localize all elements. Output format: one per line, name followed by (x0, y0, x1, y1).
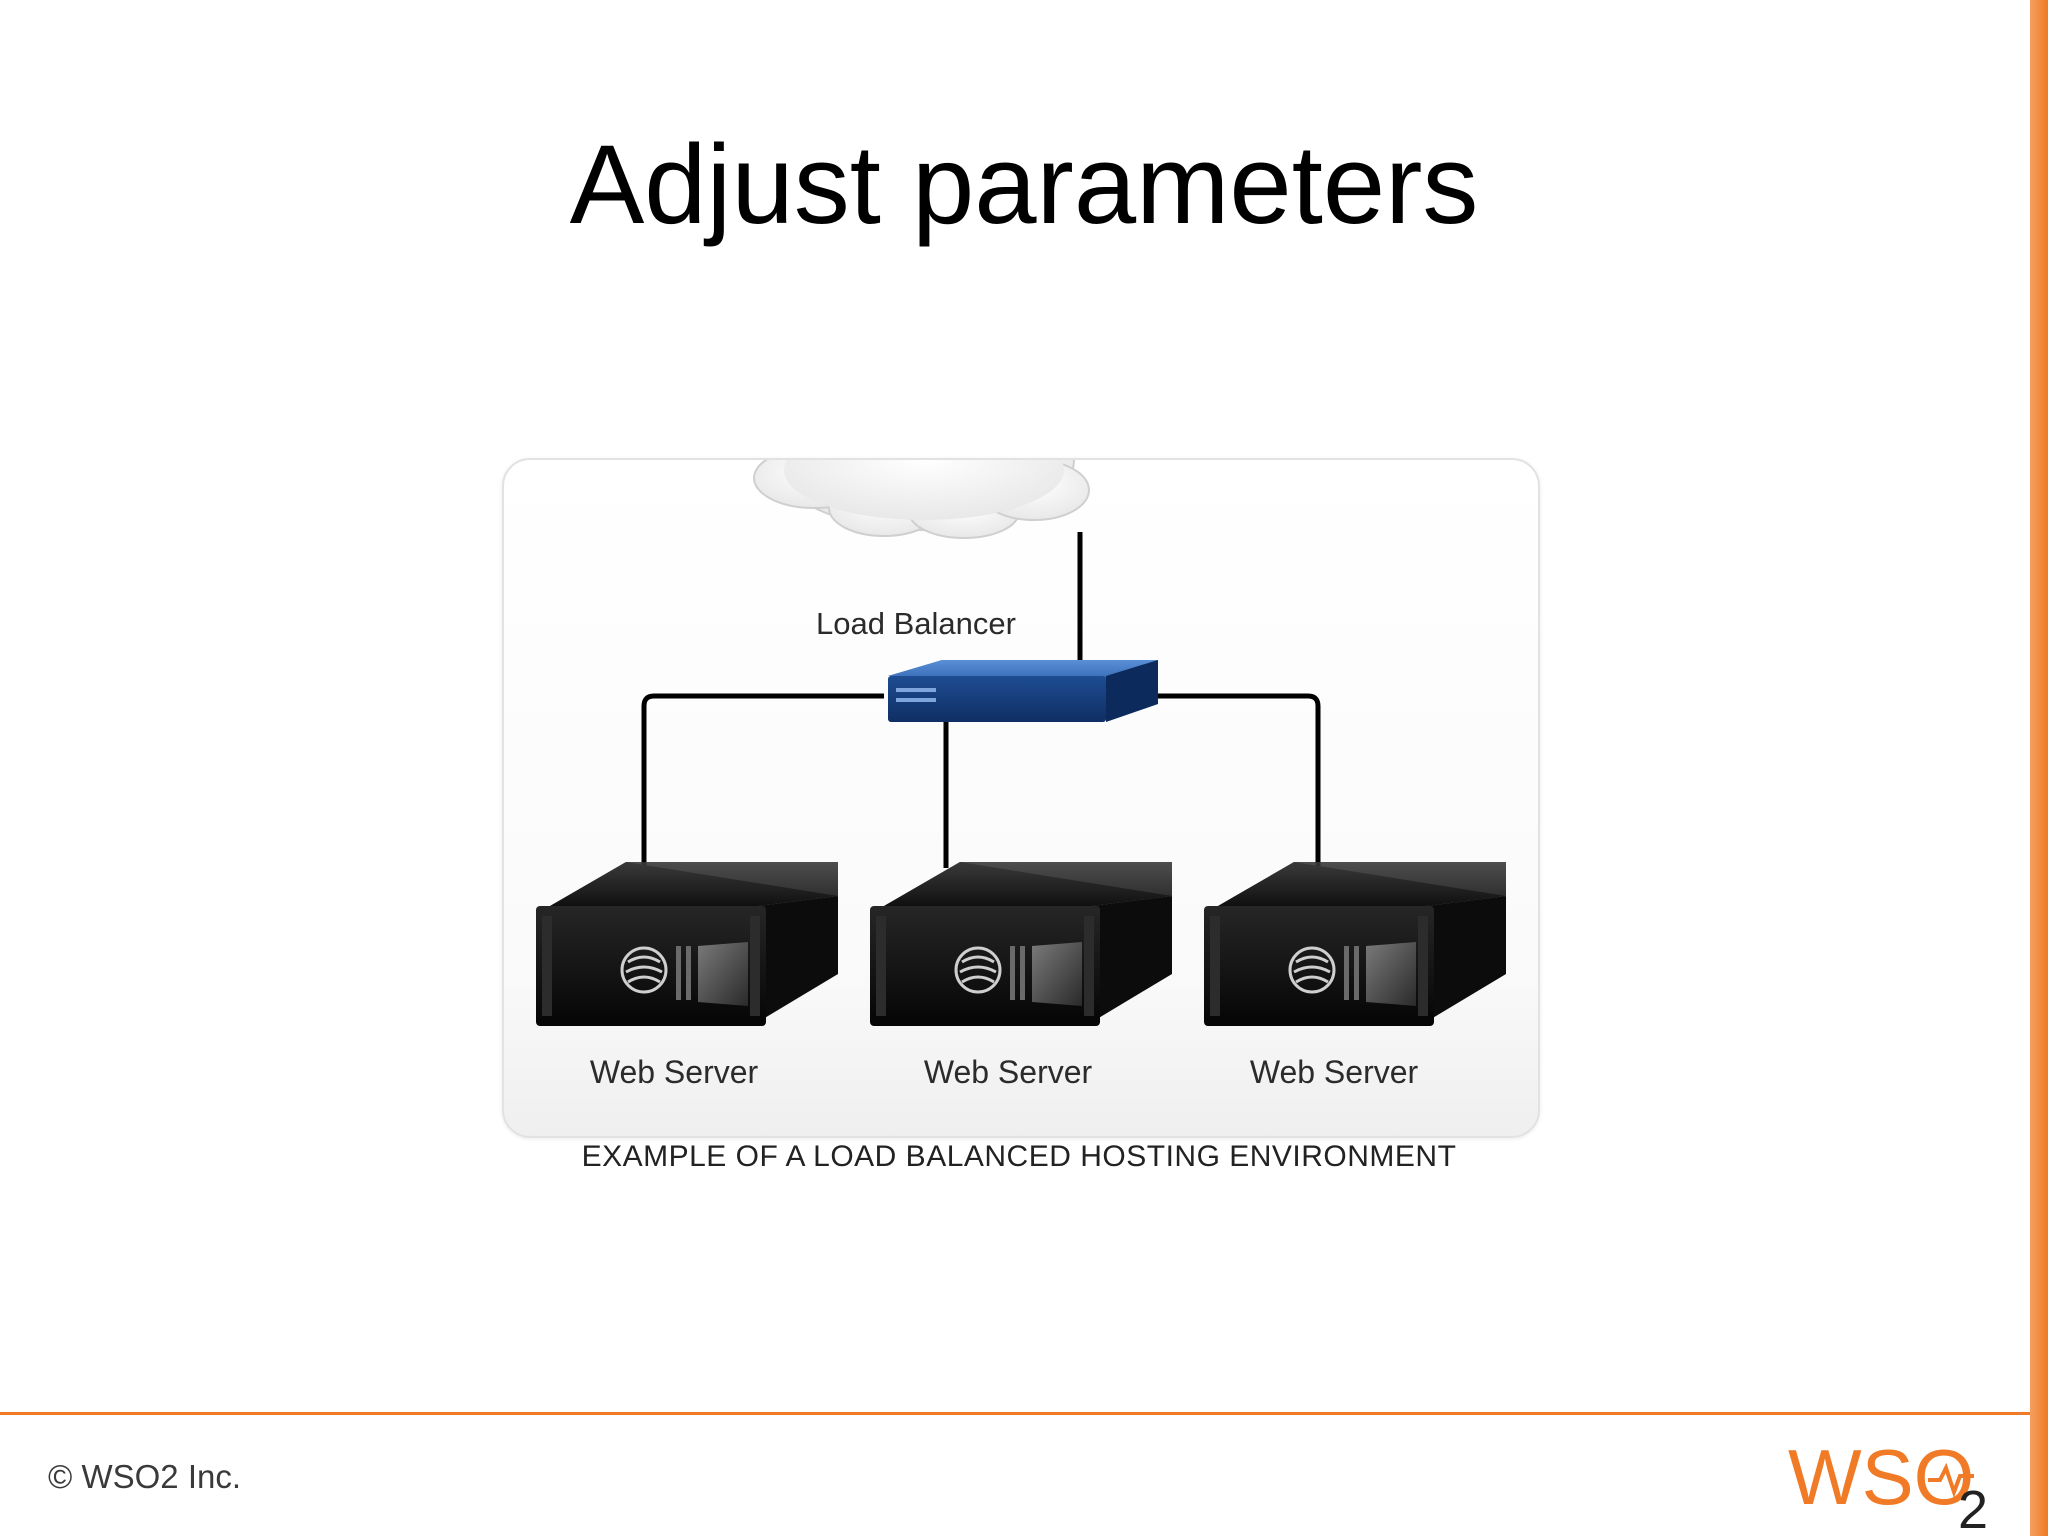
web-server-label: Web Server (1249, 1054, 1419, 1090)
footer-divider (0, 1412, 2030, 1415)
logo-text: WSO (1788, 1433, 1974, 1521)
load-balancer-label: Load Balancer (816, 606, 1016, 641)
web-server-icon (534, 860, 840, 1028)
wso2-logo: WSO 2 (1788, 1433, 1988, 1532)
web-server-icon (868, 860, 1174, 1028)
logo-subscript: 2 (1958, 1480, 1988, 1532)
web-server-label: Web Server (589, 1054, 759, 1090)
load-balancer-diagram: Load Balancer Web Server Web Server Web … (502, 458, 1540, 1138)
web-server-label: Web Server (923, 1054, 1093, 1090)
web-server-icon (1202, 860, 1508, 1028)
diagram-caption: EXAMPLE OF A LOAD BALANCED HOSTING ENVIR… (581, 1140, 1457, 1173)
slide-title: Adjust parameters (569, 122, 1479, 247)
load-balancer-icon (888, 660, 1158, 722)
cloud-icon (753, 460, 1090, 539)
accent-side-bar (2030, 0, 2048, 1536)
copyright-text: © WSO2 Inc. (48, 1458, 242, 1495)
network-connectors (641, 532, 1321, 868)
